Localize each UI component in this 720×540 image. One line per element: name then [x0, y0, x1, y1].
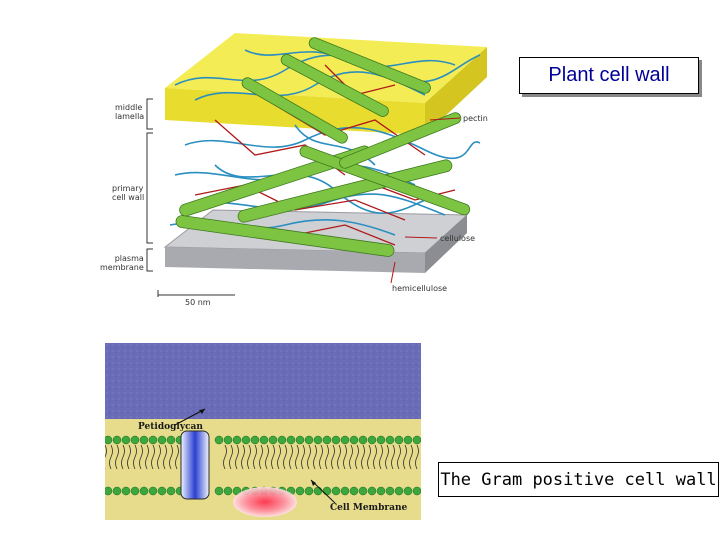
membrane-protein-channel: [180, 430, 210, 500]
plasma-membrane-side: [425, 215, 467, 273]
lipid-tails: [105, 444, 419, 470]
membrane-protein-glow: [233, 487, 297, 517]
gram-positive-caption: The Gram positive cell wall: [438, 462, 719, 497]
plant-cell-wall-title: Plant cell wall: [519, 57, 699, 94]
primary-cell-wall-label: primary cell wall: [112, 184, 145, 202]
middle-lamella-label: middle lamella: [115, 103, 145, 121]
cell-membrane-label: Cell Membrane: [330, 503, 408, 513]
gram-positive-diagram: [105, 343, 421, 520]
pectin-label: pectin: [463, 114, 488, 123]
layer-brackets: [146, 98, 153, 272]
cellulose-label: cellulose: [440, 234, 476, 243]
plasma-membrane-label: plasma membrane: [100, 254, 144, 272]
leader-lines: [390, 117, 461, 284]
cellulose-microfibrils: [175, 37, 471, 257]
peptidoglycan-layer: [105, 343, 421, 419]
plant-cell-wall-diagram: [146, 33, 487, 297]
plasma-membrane-front: [165, 247, 425, 273]
middle-lamella-side: [425, 47, 487, 135]
hemicellulose-label: hemicellulose: [392, 284, 448, 293]
peptidoglycan-arrow: [174, 408, 206, 426]
scale-label: 50 nm: [185, 298, 211, 307]
peptidoglycan-label: Petidoglycan: [138, 422, 203, 432]
